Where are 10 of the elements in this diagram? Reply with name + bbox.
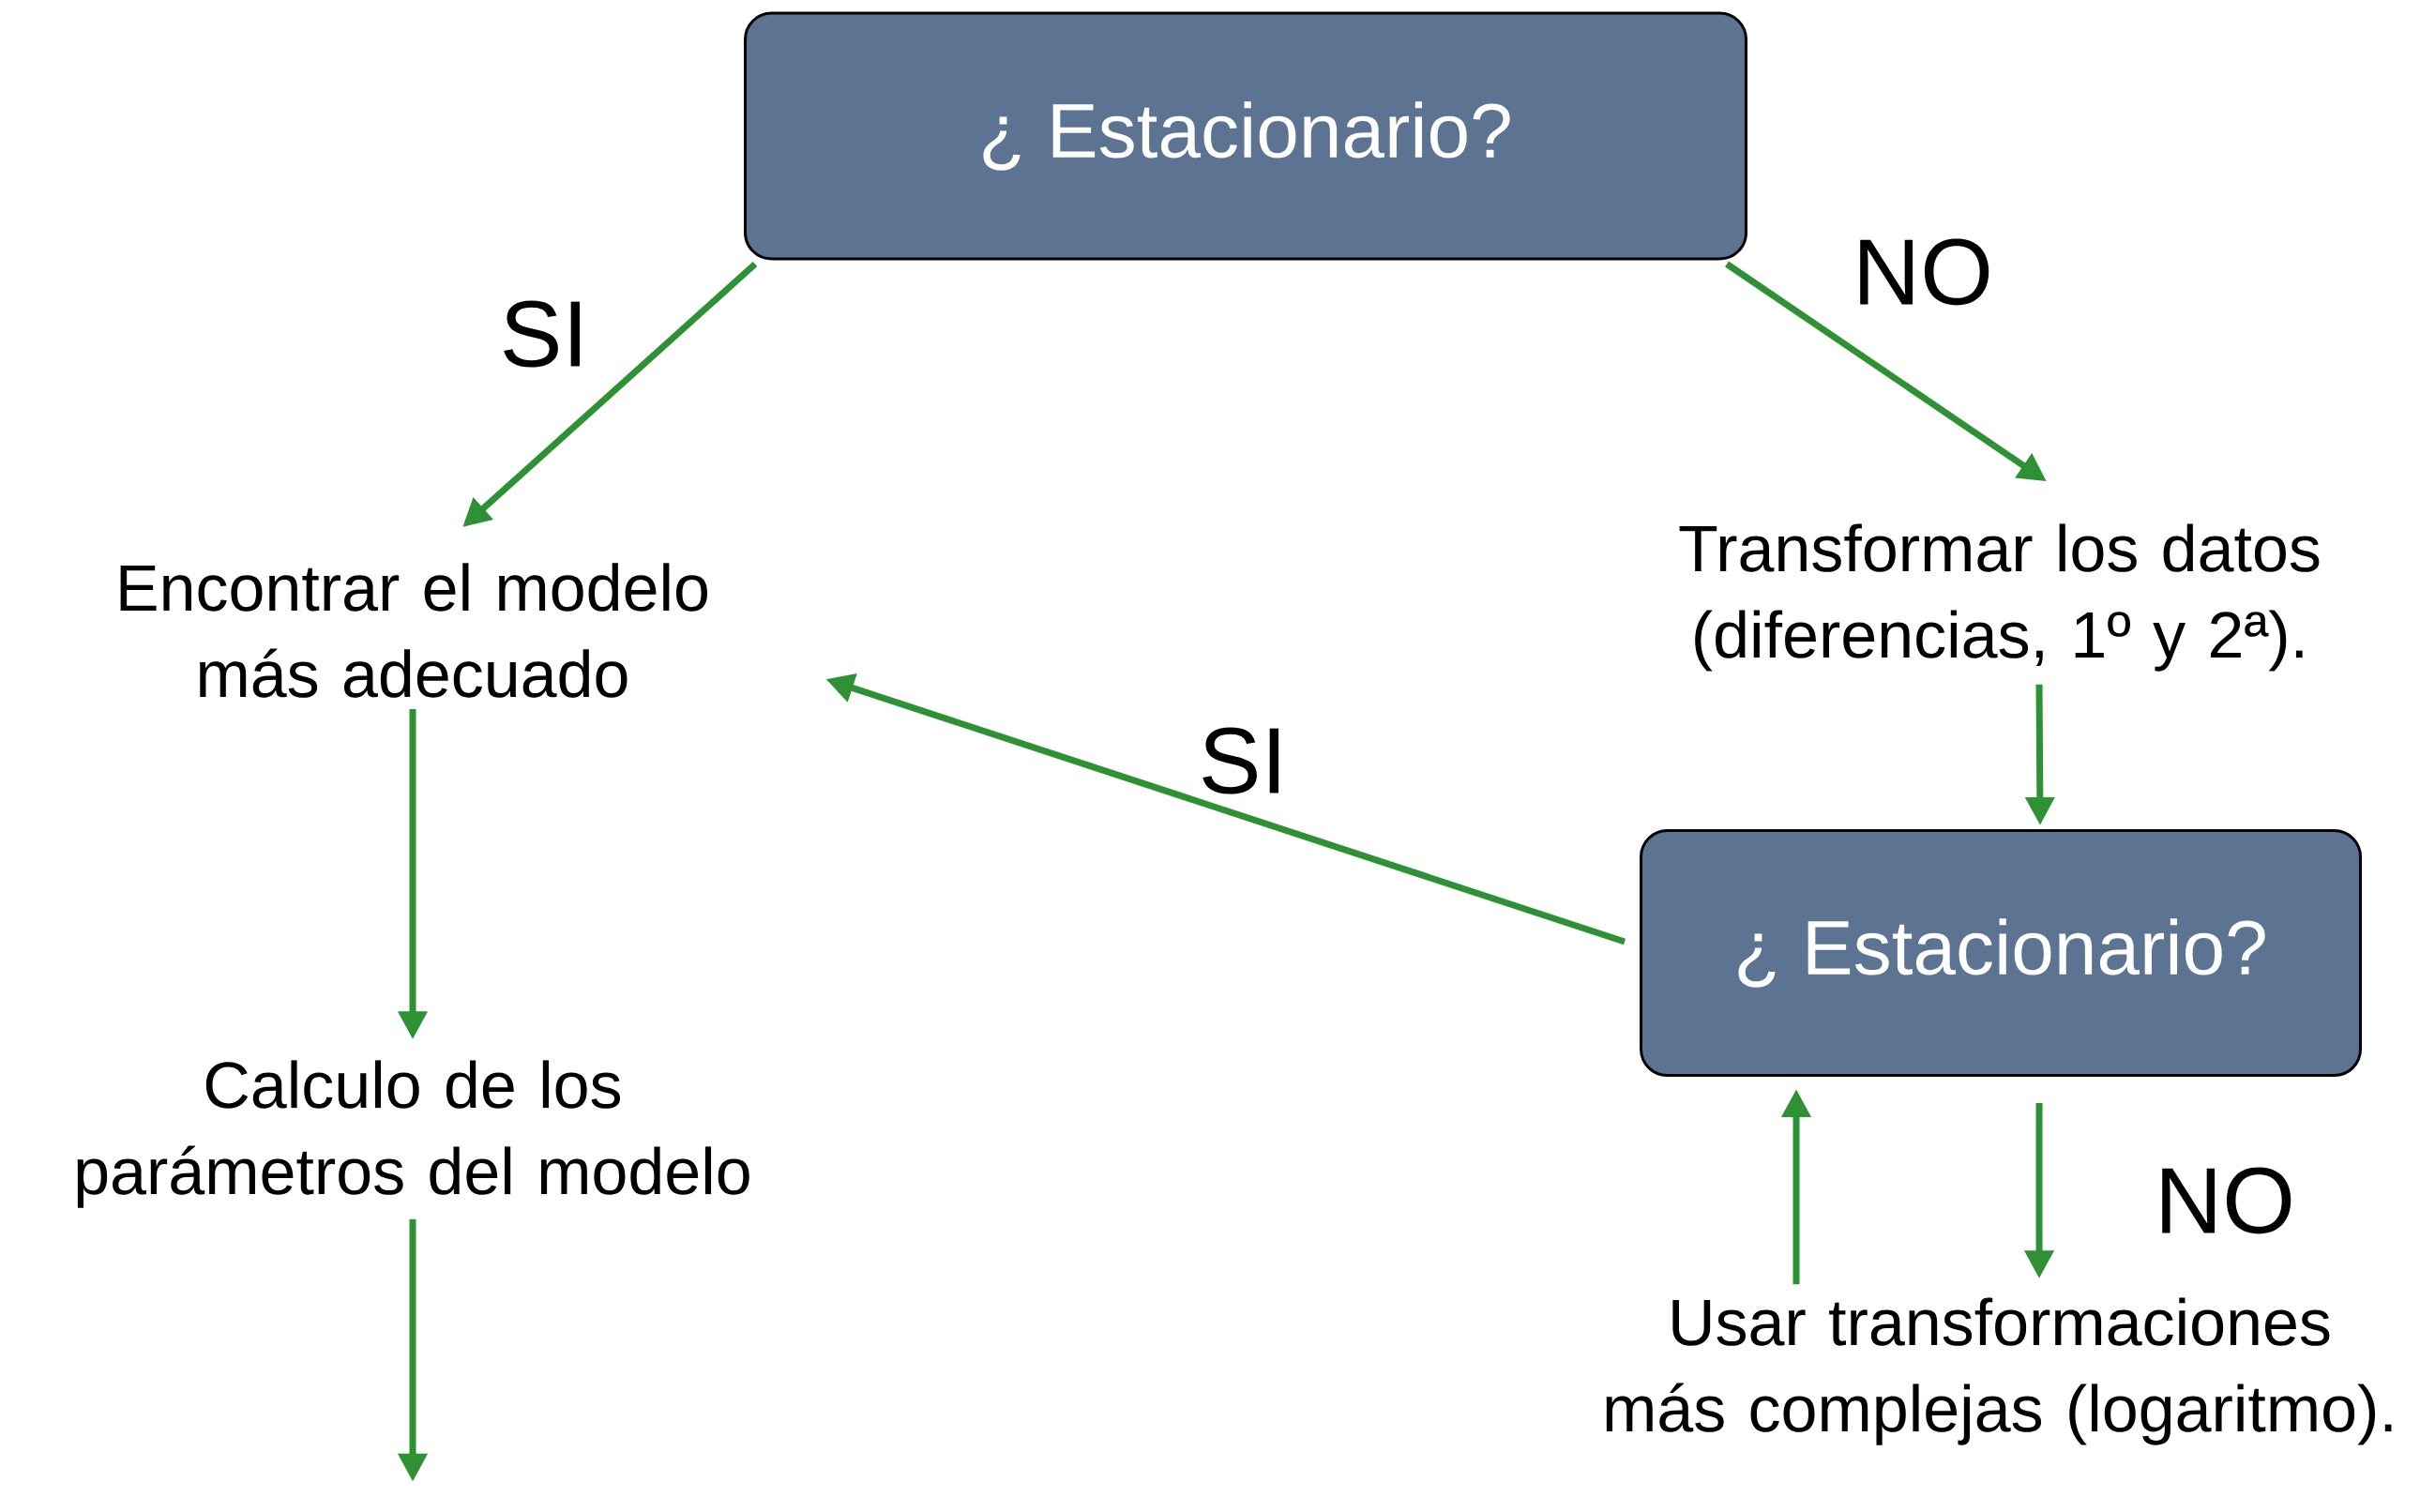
step-text: Calculo de los parámetros del modelo bbox=[77, 1060, 749, 1208]
edge-label: NO bbox=[1860, 238, 1989, 306]
decision-box: ¿ Estacionario? bbox=[744, 11, 1747, 261]
step-text: Encontrar el modelo más adecuado bbox=[120, 563, 708, 698]
decision-box: ¿ Estacionario? bbox=[1640, 829, 2363, 1077]
edge-label: SI bbox=[504, 300, 580, 368]
edge-label: NO bbox=[2162, 1167, 2291, 1234]
step-text: Usar transformaciones más complejas (logaritmo). bbox=[1606, 1297, 2392, 1445]
edge-label: SI bbox=[1202, 727, 1279, 794]
step-text: Transformar los datos (diferencias, 1º y 2ª). bbox=[1679, 523, 2320, 672]
